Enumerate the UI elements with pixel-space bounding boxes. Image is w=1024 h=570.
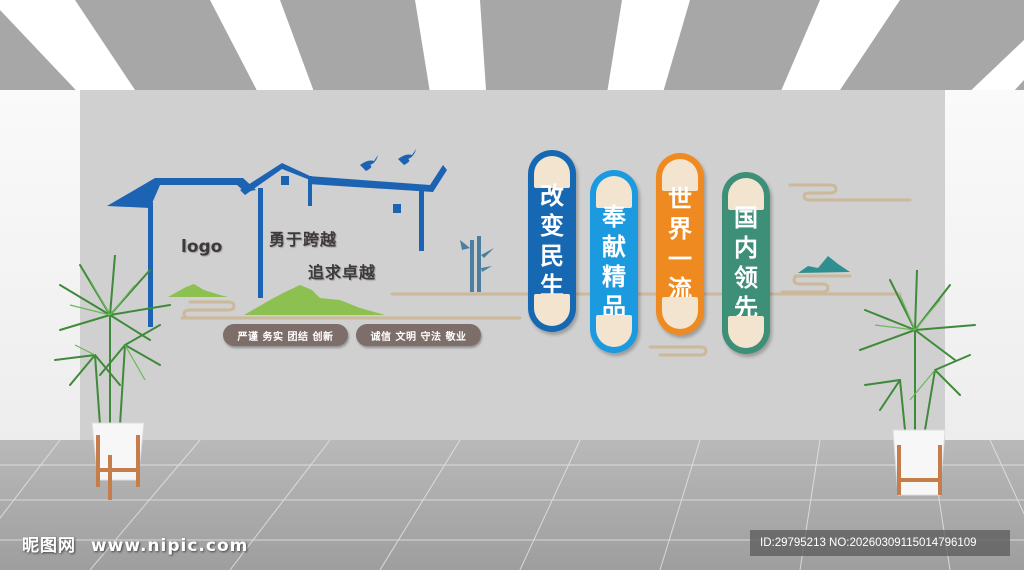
left-side-wall [0, 90, 80, 440]
banner-char: 改 [540, 182, 564, 210]
right-potted-plant-icon [859, 270, 976, 496]
slogan-line-2: 追求卓越 [308, 263, 377, 282]
banner-char: 精 [602, 262, 626, 291]
values-pill-2: 诚信 文明 守法 敬业 [356, 324, 481, 346]
watermark-site-name: 昵图网 [22, 536, 76, 556]
ceiling [0, 0, 1024, 137]
slogan-line-1: 勇于跨越 [269, 230, 338, 249]
left-potted-plant-icon [54, 255, 171, 500]
fret-ornament-icon [662, 297, 698, 329]
wall-artwork [107, 149, 912, 357]
right-side-wall [945, 90, 1024, 440]
banner-shijie-yiliu: 世 界 一 流 [656, 153, 704, 335]
values-pill-1: 严谨 务实 团结 创新 [223, 324, 348, 346]
image-id-box: ID:29795213 NO:20260309115014796109 [750, 530, 1010, 556]
watermark-url: www.nipic.com [90, 536, 249, 556]
house-outline-icon [107, 149, 447, 327]
banner-char: 国 [734, 204, 758, 232]
banner-char: 领 [734, 264, 758, 292]
banner-guonei-lingxian: 国 内 领 先 [722, 172, 770, 354]
banner-char: 界 [668, 215, 692, 243]
fret-ornament-icon [534, 294, 570, 326]
teal-mountain-icon [798, 256, 850, 273]
banner-char: 民 [540, 242, 564, 270]
watermark: 昵图网 www.nipic.com [22, 531, 248, 556]
mountain-icon [168, 284, 385, 315]
banner-char: 奉 [602, 202, 626, 231]
fret-ornament-icon [728, 178, 764, 210]
cloud-scroll-lines [180, 183, 912, 357]
banner-char: 内 [734, 234, 758, 262]
fret-ornament-icon [728, 316, 764, 348]
banner-gaibian-minsheng: 改 变 民 生 [528, 150, 576, 332]
banner-char: 变 [540, 212, 564, 240]
banner-fengxian-jingpin: 奉 献 精 品 [590, 170, 638, 353]
fret-ornament-icon [596, 176, 632, 208]
bamboo-icon [460, 236, 494, 292]
feature-wall [80, 90, 945, 440]
banner-char: 一 [668, 245, 692, 273]
fret-ornament-icon [662, 159, 698, 191]
fret-ornament-icon [534, 156, 570, 188]
banner-char: 世 [668, 185, 692, 213]
logo-placeholder: logo [181, 237, 223, 257]
banner-char: 献 [602, 232, 626, 261]
fret-ornament-icon [596, 315, 632, 347]
